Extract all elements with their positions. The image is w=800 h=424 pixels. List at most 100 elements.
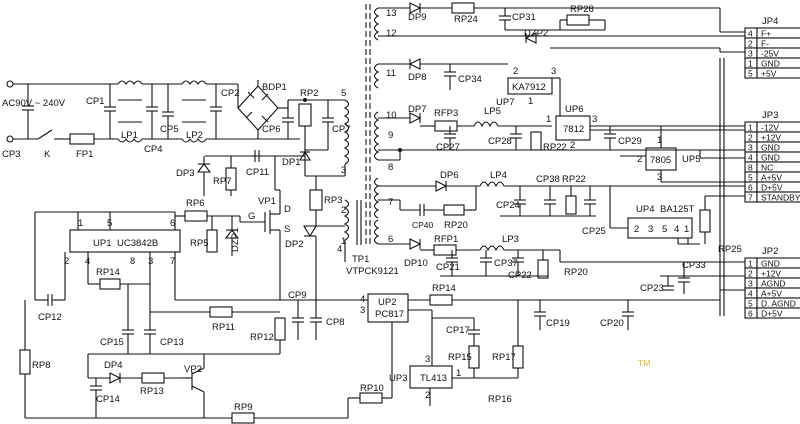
up5-pin1: 1 xyxy=(657,135,662,146)
dp10-label: DP10 xyxy=(404,258,428,269)
cp27-label: CP27 xyxy=(436,142,460,153)
jp4-pin-label-cell xyxy=(756,67,800,79)
cp28-label: CP28 xyxy=(488,136,512,147)
rp20a-label: RP20 xyxy=(444,220,468,231)
vp1-source-label: S xyxy=(284,224,290,235)
up6-pin2: 2 xyxy=(570,140,575,151)
jp3-pin-label: GND xyxy=(761,143,780,153)
cp23-label: CP23 xyxy=(640,283,664,294)
rp22a-resistor xyxy=(530,131,542,151)
jp3-pin-label: D+5V xyxy=(761,183,783,193)
rp6-label: RP6 xyxy=(186,198,204,209)
lp3-label: LP3 xyxy=(502,234,519,245)
jp3-pin-label: A+5V xyxy=(761,173,782,183)
up4-pin4: 4 xyxy=(674,224,679,235)
cp1-capacitor xyxy=(104,84,116,139)
pin-t5: 5 xyxy=(341,88,346,99)
rp12-label: RP12 xyxy=(250,332,274,343)
cp2-label: CP2 xyxy=(221,88,239,99)
cp19-label: CP19 xyxy=(546,318,570,329)
jp3-pin-number: 8 xyxy=(748,163,753,173)
rp28-resistor xyxy=(566,14,590,26)
cp7-label: CP7 xyxy=(332,124,350,135)
cp40-label: CP40 xyxy=(412,220,434,230)
jp3-pin-number: 7 xyxy=(748,193,753,203)
r7812-label: 7812 xyxy=(563,124,584,135)
dp1-label: DP1 xyxy=(282,157,300,168)
jp4-pin-number: 2 xyxy=(748,39,753,49)
cp3-label: CP3 xyxy=(2,149,20,160)
cp25-label: CP25 xyxy=(582,226,606,237)
fuse-fp1-label: FP1 xyxy=(76,149,93,160)
pin-t9: 9 xyxy=(388,130,393,141)
uc3842-label: UC3842B xyxy=(117,238,158,249)
lp1-label: LP1 xyxy=(121,130,138,141)
jp3-pin-label: +12V xyxy=(761,133,781,143)
transformer-secondary xyxy=(365,4,380,246)
dp4-label: DP4 xyxy=(104,360,122,371)
up4-pin2: 2 xyxy=(634,224,639,235)
jp3-pin-label: -12V xyxy=(761,123,779,133)
cp4-label: CP4 xyxy=(144,144,162,155)
ac-input xyxy=(6,80,118,145)
up1-pin1: 1 xyxy=(78,218,83,229)
jp4-pin-number: 1 xyxy=(748,59,753,69)
up2-pin3: 3 xyxy=(360,305,365,316)
rp11-label: RP11 xyxy=(212,322,235,333)
jp2-pin-label: GND xyxy=(761,259,780,269)
jp4-pin-number: 5 xyxy=(748,69,753,79)
rp11-resistor xyxy=(209,306,233,318)
jp2-pin-number: 5 xyxy=(748,299,753,309)
bdp1-label: BDP1 xyxy=(262,82,287,93)
jp2-pin-label: AGND xyxy=(761,279,786,289)
jp3-pin-number: 6 xyxy=(748,183,753,193)
jp3-name: JP3 xyxy=(762,110,778,121)
lp1-choke xyxy=(117,80,182,143)
dp6-diode xyxy=(435,180,448,192)
pin-t12: 12 xyxy=(386,28,397,39)
rp2-label: RP2 xyxy=(300,88,318,99)
rp20a-resistor xyxy=(443,204,465,216)
dp3-diode xyxy=(196,163,212,173)
dp6-label: DP6 xyxy=(440,170,458,181)
rp22b-label: RP22 xyxy=(562,174,586,185)
rp14b-resistor xyxy=(429,294,453,306)
ba125t-label: BA125T xyxy=(660,204,695,215)
up4-pin1: 1 xyxy=(684,224,689,235)
jp2-pin-number: 3 xyxy=(748,279,753,289)
jp2-pin-label: D+5V xyxy=(761,309,783,319)
dp2-label: DP2 xyxy=(285,239,303,250)
pin-t11: 11 xyxy=(386,68,396,79)
pc817-label: PC817 xyxy=(375,309,404,320)
cp9-label: CP9 xyxy=(288,290,306,301)
up6-pin3: 3 xyxy=(592,114,597,125)
up3-pin1: 1 xyxy=(456,368,461,379)
cp12-label: CP12 xyxy=(38,312,62,323)
dp7-label: DP7 xyxy=(408,104,426,115)
up7-regulator xyxy=(507,77,553,95)
rfp1-label: RFP1 xyxy=(434,234,458,245)
cp24-label: CP24 xyxy=(496,200,520,211)
tl413-label: TL413 xyxy=(420,373,447,384)
pin-t4: 4 xyxy=(337,244,342,255)
rp24-label: RP24 xyxy=(454,14,478,25)
rp16-label: RP16 xyxy=(488,394,512,405)
cp37-label: CP37 xyxy=(494,258,518,269)
lp4-label: LP4 xyxy=(490,170,507,181)
pin-t13: 13 xyxy=(386,8,397,19)
vp1-mosfet xyxy=(240,189,281,300)
dp8-diode xyxy=(408,58,421,70)
rp13-label: RP13 xyxy=(140,386,164,397)
jp2-pin-number: 2 xyxy=(748,269,753,279)
up4-pin5: 5 xyxy=(662,224,667,235)
rp20b-label: RP20 xyxy=(564,267,588,278)
jp2-pin-number: 6 xyxy=(748,309,753,319)
jp4-pin-label: GND xyxy=(761,59,780,69)
dzp1-label: DZP1 xyxy=(230,228,241,252)
pin-t3: 3 xyxy=(341,165,346,176)
dp9-label: DP9 xyxy=(408,12,426,23)
lp2-label: LP2 xyxy=(186,130,203,141)
cp5-label: CP5 xyxy=(160,124,178,135)
cp21-label: CP21 xyxy=(436,262,460,273)
